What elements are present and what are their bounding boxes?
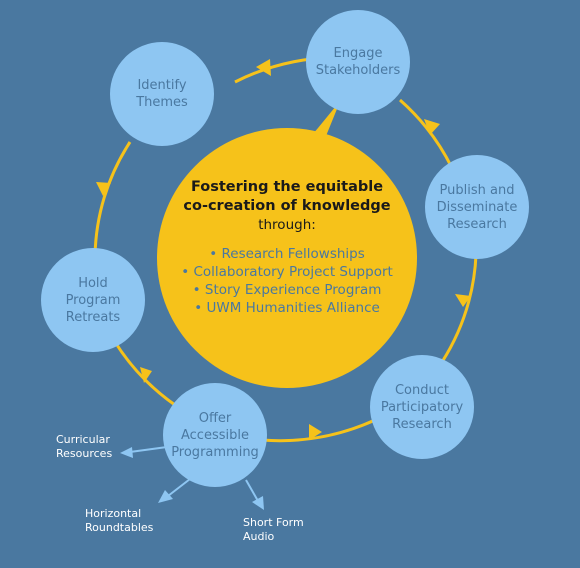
center-title: Fostering the equitable co-creation of k… [183, 179, 391, 214]
node-engage-stakeholders: Engage Stakeholders [315, 46, 401, 78]
arrowhead-to-retreats [96, 182, 111, 196]
node-identify-circle [110, 42, 214, 146]
program-list: Research Fellowships Collaboratory Proje… [165, 245, 409, 317]
node-conduct-circle [370, 355, 474, 459]
program-item: Research Fellowships [165, 245, 409, 263]
node-publish-disseminate: Publish and Disseminate Research [436, 182, 518, 232]
center-subtitle: through: [258, 217, 316, 233]
output-horizontal-roundtables: Horizontal Roundtables [85, 507, 154, 534]
program-item: UWM Humanities Alliance [165, 299, 409, 317]
arrowhead-to-identify [256, 59, 271, 76]
arrowhead-to-offer [309, 424, 322, 440]
node-publish-circle [425, 155, 529, 259]
center-text-block: Fostering the equitable co-creation of k… [165, 178, 409, 317]
output-arrows [120, 446, 264, 510]
arrowhead-to-publish [424, 119, 440, 135]
output-curricular-resources: Curricular Resources [56, 433, 113, 460]
arrowhead-to-retreats-lower [140, 367, 152, 383]
node-retreats-circle [41, 248, 145, 352]
output-short-form-audio: Short Form Audio [243, 516, 304, 543]
node-offer-circle [163, 383, 267, 487]
cycle-arrowheads [96, 59, 471, 440]
node-engage-stakeholders-circle [306, 10, 410, 114]
arrowhead-to-conduct [455, 294, 471, 307]
program-item: Collaboratory Project Support [165, 263, 409, 281]
node-conduct-research: Conduct Participatory Research [380, 382, 464, 432]
node-offer-programming: Offer Accessible Programming [171, 410, 259, 460]
node-hold-retreats: Hold Program Retreats [65, 275, 121, 325]
program-item: Story Experience Program [165, 281, 409, 299]
node-identify-themes: Identify Themes [136, 78, 188, 110]
